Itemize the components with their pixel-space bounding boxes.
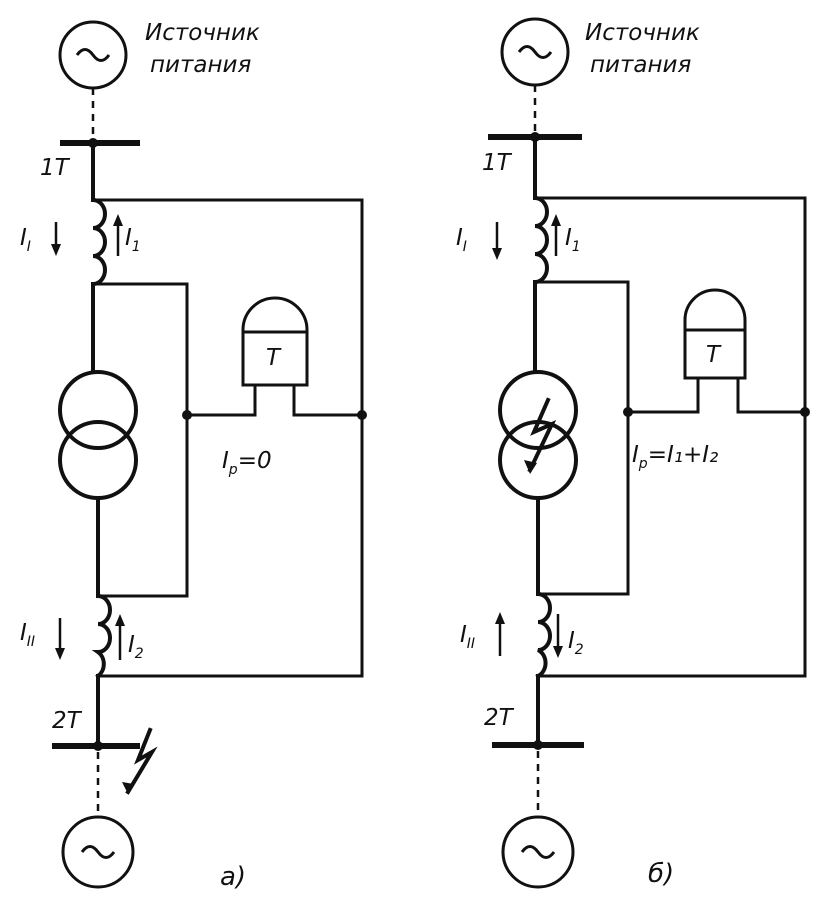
- relay-symbol: [241, 296, 309, 387]
- junction-dot: [623, 407, 633, 417]
- relay-label: T: [706, 342, 722, 368]
- ct1-coil: [90, 197, 107, 287]
- secondary-wiring: [93, 198, 364, 678]
- junction-dot: [533, 740, 543, 750]
- ct2-coil: [91, 593, 112, 679]
- caption-a: а): [220, 862, 246, 892]
- source-label-line1: Источник: [585, 20, 700, 46]
- source-label-line1: Источник: [145, 20, 260, 46]
- power-transformer-symbol: [498, 370, 578, 500]
- junction-dot: [93, 741, 103, 751]
- tt2-label: 2T: [52, 708, 83, 734]
- ct2-primary-current-label: III: [460, 622, 475, 652]
- relay-symbol: [683, 288, 747, 380]
- tt2-label: 2T: [484, 705, 515, 731]
- ct2-primary-arrow-down: [55, 618, 65, 660]
- panel-a: Источник питания 1T II I1: [20, 20, 367, 892]
- bottom-power-source-symbol: [501, 815, 575, 889]
- power-transformer-symbol: [58, 370, 138, 500]
- ct2-secondary-arrow-down: [553, 614, 563, 658]
- junction-dot: [182, 410, 192, 420]
- ct1-primary-current-label: II: [456, 225, 467, 255]
- panel-b: Источник питания 1T II I1: [456, 17, 810, 889]
- ct1-secondary-current-label: I1: [125, 225, 141, 255]
- junction-dot: [357, 410, 367, 420]
- external-fault-lightning-icon: [122, 727, 158, 795]
- junction-dot: [800, 407, 810, 417]
- ct1-secondary-current-label: I1: [565, 225, 581, 255]
- relay-label: T: [266, 345, 282, 371]
- bottom-power-source-symbol: [61, 815, 135, 889]
- ct1-secondary-arrow-up: [113, 214, 123, 256]
- ct2-secondary-current-label: I2: [568, 628, 584, 658]
- top-power-source-symbol: [58, 20, 128, 90]
- source-label-line2: питания: [150, 52, 251, 78]
- ct1-primary-arrow-down: [51, 222, 61, 256]
- relay-current-label: Ip=0: [222, 448, 272, 478]
- source-label-line2: питания: [590, 52, 691, 78]
- ct2-primary-arrow-up: [495, 612, 505, 656]
- ct2-coil: [535, 591, 552, 679]
- internal-fault-lightning-icon: [524, 397, 557, 474]
- tt1-label: 1T: [40, 155, 71, 181]
- top-power-source-symbol: [500, 17, 570, 87]
- ct2-secondary-current-label: I2: [128, 632, 144, 662]
- ct1-coil: [532, 195, 549, 285]
- tt1-label: 1T: [482, 150, 513, 176]
- ct1-secondary-arrow-up: [551, 214, 561, 256]
- caption-b: б): [648, 859, 674, 889]
- secondary-wiring: [535, 196, 807, 678]
- ct1-primary-arrow-down: [492, 222, 502, 260]
- ct2-secondary-arrow-up: [115, 614, 125, 660]
- ct2-primary-current-label: III: [20, 620, 35, 650]
- relay-current-label: Ip=I₁+I₂: [632, 442, 718, 472]
- ct1-primary-current-label: II: [20, 225, 31, 255]
